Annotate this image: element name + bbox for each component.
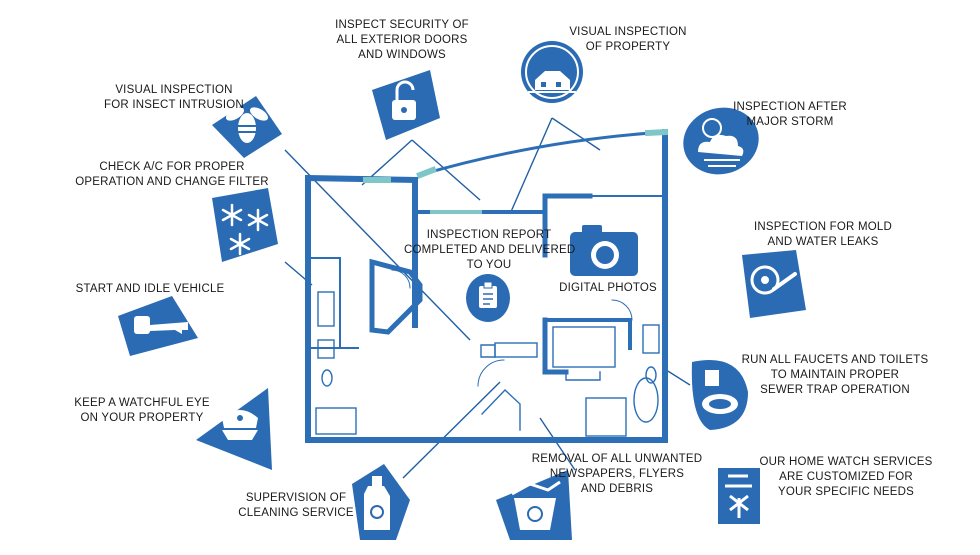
toilet-icon — [691, 360, 748, 430]
label-custom-line-1: OUR HOME WATCH SERVICES — [759, 456, 933, 468]
custom-tool-icon — [718, 468, 760, 524]
label-watch-line-2: ON YOUR PROPERTY — [80, 412, 204, 424]
label-report-line-3: TO YOU — [466, 259, 512, 271]
label-security-line-3: AND WINDOWS — [358, 49, 446, 61]
label-storm: INSPECTION AFTER MAJOR STORM — [720, 100, 860, 130]
icons — [118, 41, 806, 540]
label-photos-line-1: DIGITAL PHOTOS — [559, 282, 657, 294]
label-debris-line-2: NEWSPAPERS, FLYERS — [549, 468, 685, 480]
vanity-b — [642, 324, 660, 354]
label-custom: OUR HOME WATCH SERVICES ARE CUSTOMIZED F… — [746, 455, 946, 500]
bathtub-a — [315, 407, 357, 435]
closet — [369, 258, 423, 335]
label-custom-line-3: YOUR SPECIFIC NEEDS — [777, 486, 915, 498]
island-dash — [552, 326, 616, 368]
camera-icon — [570, 225, 638, 276]
car-key-icon — [118, 296, 198, 356]
toilet-b — [645, 366, 657, 384]
shower — [585, 397, 627, 437]
leader-cleaning — [402, 381, 501, 479]
label-cleaning: SUPERVISION OF CLEANING SERVICE — [226, 491, 366, 521]
label-vehicle-line-1: START AND IDLE VEHICLE — [75, 283, 225, 295]
label-watch: KEEP A WATCHFUL EYE ON YOUR PROPERTY — [62, 396, 222, 426]
label-mold-line-1: INSPECTION FOR MOLD — [754, 221, 892, 233]
label-ac-line-1: CHECK A/C FOR PROPER — [99, 161, 245, 173]
vanity — [317, 291, 335, 327]
label-insect-line-2: FOR INSECT INTRUSION — [104, 99, 244, 111]
label-debris: REMOVAL OF ALL UNWANTED NEWSPAPERS, FLYE… — [522, 452, 712, 497]
outer-wall — [305, 129, 668, 443]
bee-icon — [212, 96, 282, 158]
snowflake-icon — [212, 188, 278, 262]
padlock-icon — [372, 70, 440, 140]
counter-b — [565, 371, 601, 381]
recycle-bin-icon — [496, 470, 572, 540]
label-watch-line-1: KEEP A WATCHFUL EYE — [74, 397, 210, 409]
leader-debris — [539, 417, 576, 471]
label-faucets-line-2: TO MAINTAIN PROPER — [770, 369, 900, 381]
clipboard-icon — [466, 274, 510, 322]
house-icon — [521, 41, 583, 103]
label-report-line-1: INSPECTION REPORT — [426, 229, 552, 241]
door-arc-b — [391, 269, 411, 289]
label-report-line-2: COMPLETED AND DELIVERED — [404, 244, 576, 256]
label-security-line-1: INSPECT SECURITY OF — [335, 19, 469, 31]
label-photos: DIGITAL PHOTOS — [548, 281, 668, 296]
label-mold: INSPECTION FOR MOLD AND WATER LEAKS — [738, 220, 908, 250]
leader-property-right — [551, 117, 601, 151]
label-faucets-line-1: RUN ALL FAUCETS AND TOILETS — [741, 354, 929, 366]
label-cleaning-line-1: SUPERVISION OF — [245, 492, 347, 504]
wall-kitchen-b — [542, 317, 569, 375]
label-security: INSPECT SECURITY OF ALL EXTERIOR DOORS A… — [312, 18, 492, 63]
sink — [317, 339, 335, 359]
top-wall-left — [304, 174, 419, 184]
label-property-line-1: VISUAL INSPECTION — [569, 26, 687, 38]
kitchen-sink — [494, 342, 538, 358]
door-arc-a — [477, 359, 505, 387]
label-vehicle: START AND IDLE VEHICLE — [60, 282, 240, 297]
label-property: VISUAL INSPECTION OF PROPERTY — [558, 25, 698, 55]
storm-cloud-icon — [683, 107, 759, 175]
label-security-line-2: ALL EXTERIOR DOORS — [336, 34, 468, 46]
label-cleaning-line-2: CLEANING SERVICE — [238, 507, 354, 519]
island — [552, 326, 616, 368]
label-property-line-2: OF PROPERTY — [585, 41, 671, 53]
label-insect: VISUAL INSPECTION FOR INSECT INTRUSION — [84, 83, 264, 113]
label-debris-line-3: AND DEBRIS — [580, 483, 654, 495]
label-insect-line-1: VISUAL INSPECTION — [115, 84, 233, 96]
leader-property-left — [509, 117, 553, 215]
leader-lines — [284, 117, 691, 479]
label-mold-line-2: AND WATER LEAKS — [767, 236, 879, 248]
label-debris-line-1: REMOVAL OF ALL UNWANTED — [531, 453, 703, 465]
leader-insect — [284, 149, 471, 341]
label-faucets: RUN ALL FAUCETS AND TOILETS TO MAINTAIN … — [730, 353, 940, 398]
door-arc-c — [611, 299, 633, 321]
curved-glass-wall — [418, 130, 667, 177]
label-ac-line-2: OPERATION AND CHANGE FILTER — [75, 176, 269, 188]
magnifier-bug-icon — [742, 250, 806, 318]
label-storm-line-2: MAJOR STORM — [746, 116, 834, 128]
toilet-a — [321, 369, 333, 387]
wall-bath — [307, 257, 341, 349]
label-report: INSPECTION REPORT COMPLETED AND DELIVERE… — [404, 228, 576, 273]
label-custom-line-2: ARE CUSTOMIZED FOR — [779, 471, 913, 483]
stairs-wall — [481, 389, 521, 431]
label-faucets-line-3: SEWER TRAP OPERATION — [760, 384, 910, 396]
label-ac: CHECK A/C FOR PROPER OPERATION AND CHANG… — [52, 160, 292, 190]
police-cap-icon — [196, 388, 272, 470]
cleaner-bottle-icon — [352, 464, 410, 540]
window-curve-left — [416, 166, 437, 179]
kitchen-counter — [480, 344, 496, 358]
label-storm-line-1: INSPECTION AFTER — [733, 101, 847, 113]
tub-oval — [633, 377, 659, 423]
window-curve-right — [644, 128, 669, 137]
leader-security-right — [411, 139, 481, 201]
floor-plan — [304, 128, 669, 443]
